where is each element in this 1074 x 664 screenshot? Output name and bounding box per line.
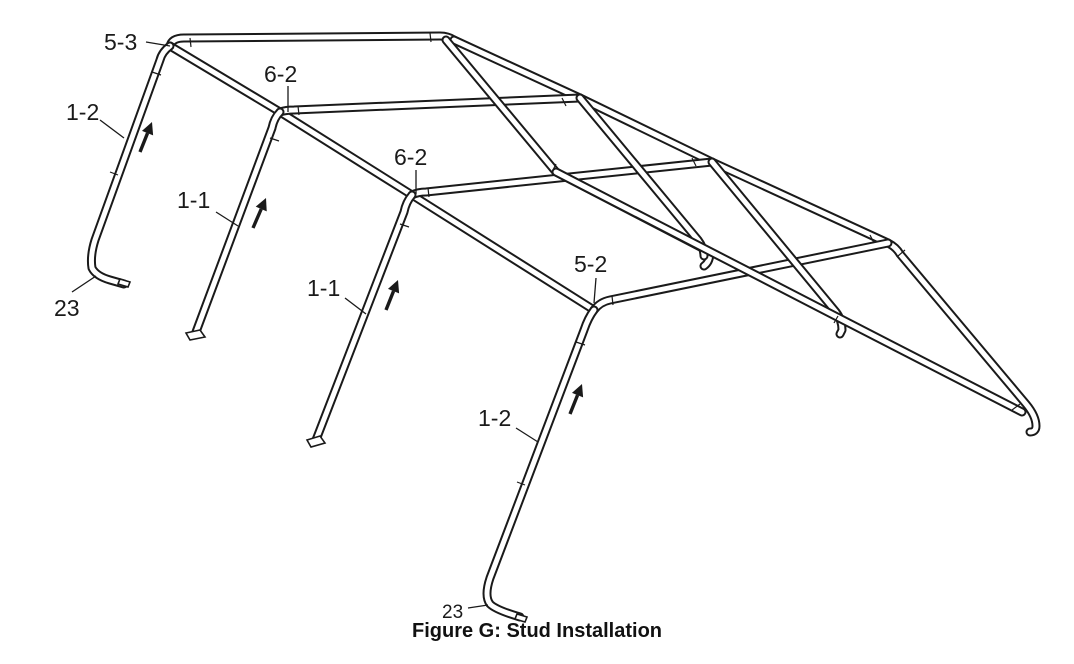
label-23-front: 23 (442, 602, 463, 623)
leader-1-1-second (344, 297, 367, 315)
figure-caption: Figure G: Stud Installation (412, 620, 662, 642)
tube-joint (561, 97, 567, 107)
leader-5-2 (593, 277, 597, 304)
part-labels: 5-3 1-2 6-2 1-1 6-2 23 1-1 5-2 1-2 23 (54, 29, 607, 623)
tube-joints (109, 32, 1021, 486)
label-6-2-first: 6-2 (264, 61, 297, 87)
tube-joint (551, 163, 557, 173)
tube-joint (399, 223, 410, 228)
tube-joint (269, 137, 280, 142)
tube-joint (429, 32, 432, 43)
frame-tubes (86, 31, 1041, 622)
foot-cap-left (116, 278, 132, 288)
foot-cap-front (513, 613, 529, 623)
tube-crossbar-6-2-first (275, 93, 585, 117)
leader-1-1-first (215, 211, 239, 227)
tube-joint (189, 37, 192, 48)
tube-leg-1-2-left (86, 41, 175, 289)
tube-ridge-top-bar (165, 31, 459, 51)
foot-plate-left (184, 329, 207, 341)
tube-joint (833, 315, 839, 324)
tube-joint (869, 234, 875, 244)
tube-rafter-front (165, 41, 599, 315)
direction-arrows (138, 122, 584, 415)
leader-23-left (71, 275, 97, 293)
arrow-leg-1-2-left (138, 122, 154, 153)
arrow-leg-1-1-second (384, 280, 400, 311)
arrow-leg-1-2-front (568, 384, 584, 415)
tube-joint (151, 71, 162, 76)
leader-1-2-front (515, 427, 539, 443)
tube-joint (897, 249, 906, 257)
tube-joint (1011, 403, 1021, 411)
arrow-leg-1-1-first (251, 198, 267, 229)
leader-5-3 (145, 41, 171, 47)
leader-1-2-left (99, 119, 125, 139)
foot-plate-middle (305, 435, 327, 448)
tube-leg-1-1-first (191, 107, 285, 337)
tube-joint (611, 295, 614, 306)
label-6-2-second: 6-2 (394, 144, 427, 170)
tube-joint (109, 171, 119, 176)
leg-feet (116, 278, 529, 623)
label-1-1-second: 1-1 (307, 275, 340, 301)
tube-joint (516, 481, 526, 486)
tube-joint (427, 187, 430, 198)
label-5-2-front: 5-2 (574, 251, 607, 277)
tube-leg-1-1-second (311, 190, 417, 445)
label-1-2-front: 1-2 (478, 405, 511, 431)
tube-joint (297, 105, 300, 116)
tube-joint (575, 341, 586, 346)
leader-23-front (467, 604, 489, 609)
tube-leg-1-2-front (482, 305, 599, 622)
label-23-left: 23 (54, 295, 80, 321)
label-1-1-first: 1-1 (177, 187, 210, 213)
tube-brace-lower-run (551, 167, 1027, 417)
tube-joint (691, 157, 697, 167)
label-1-2-left: 1-2 (66, 99, 99, 125)
label-leaders (71, 41, 597, 609)
label-5-3: 5-3 (104, 29, 137, 55)
tube-crossbar-5-2 (589, 238, 893, 315)
